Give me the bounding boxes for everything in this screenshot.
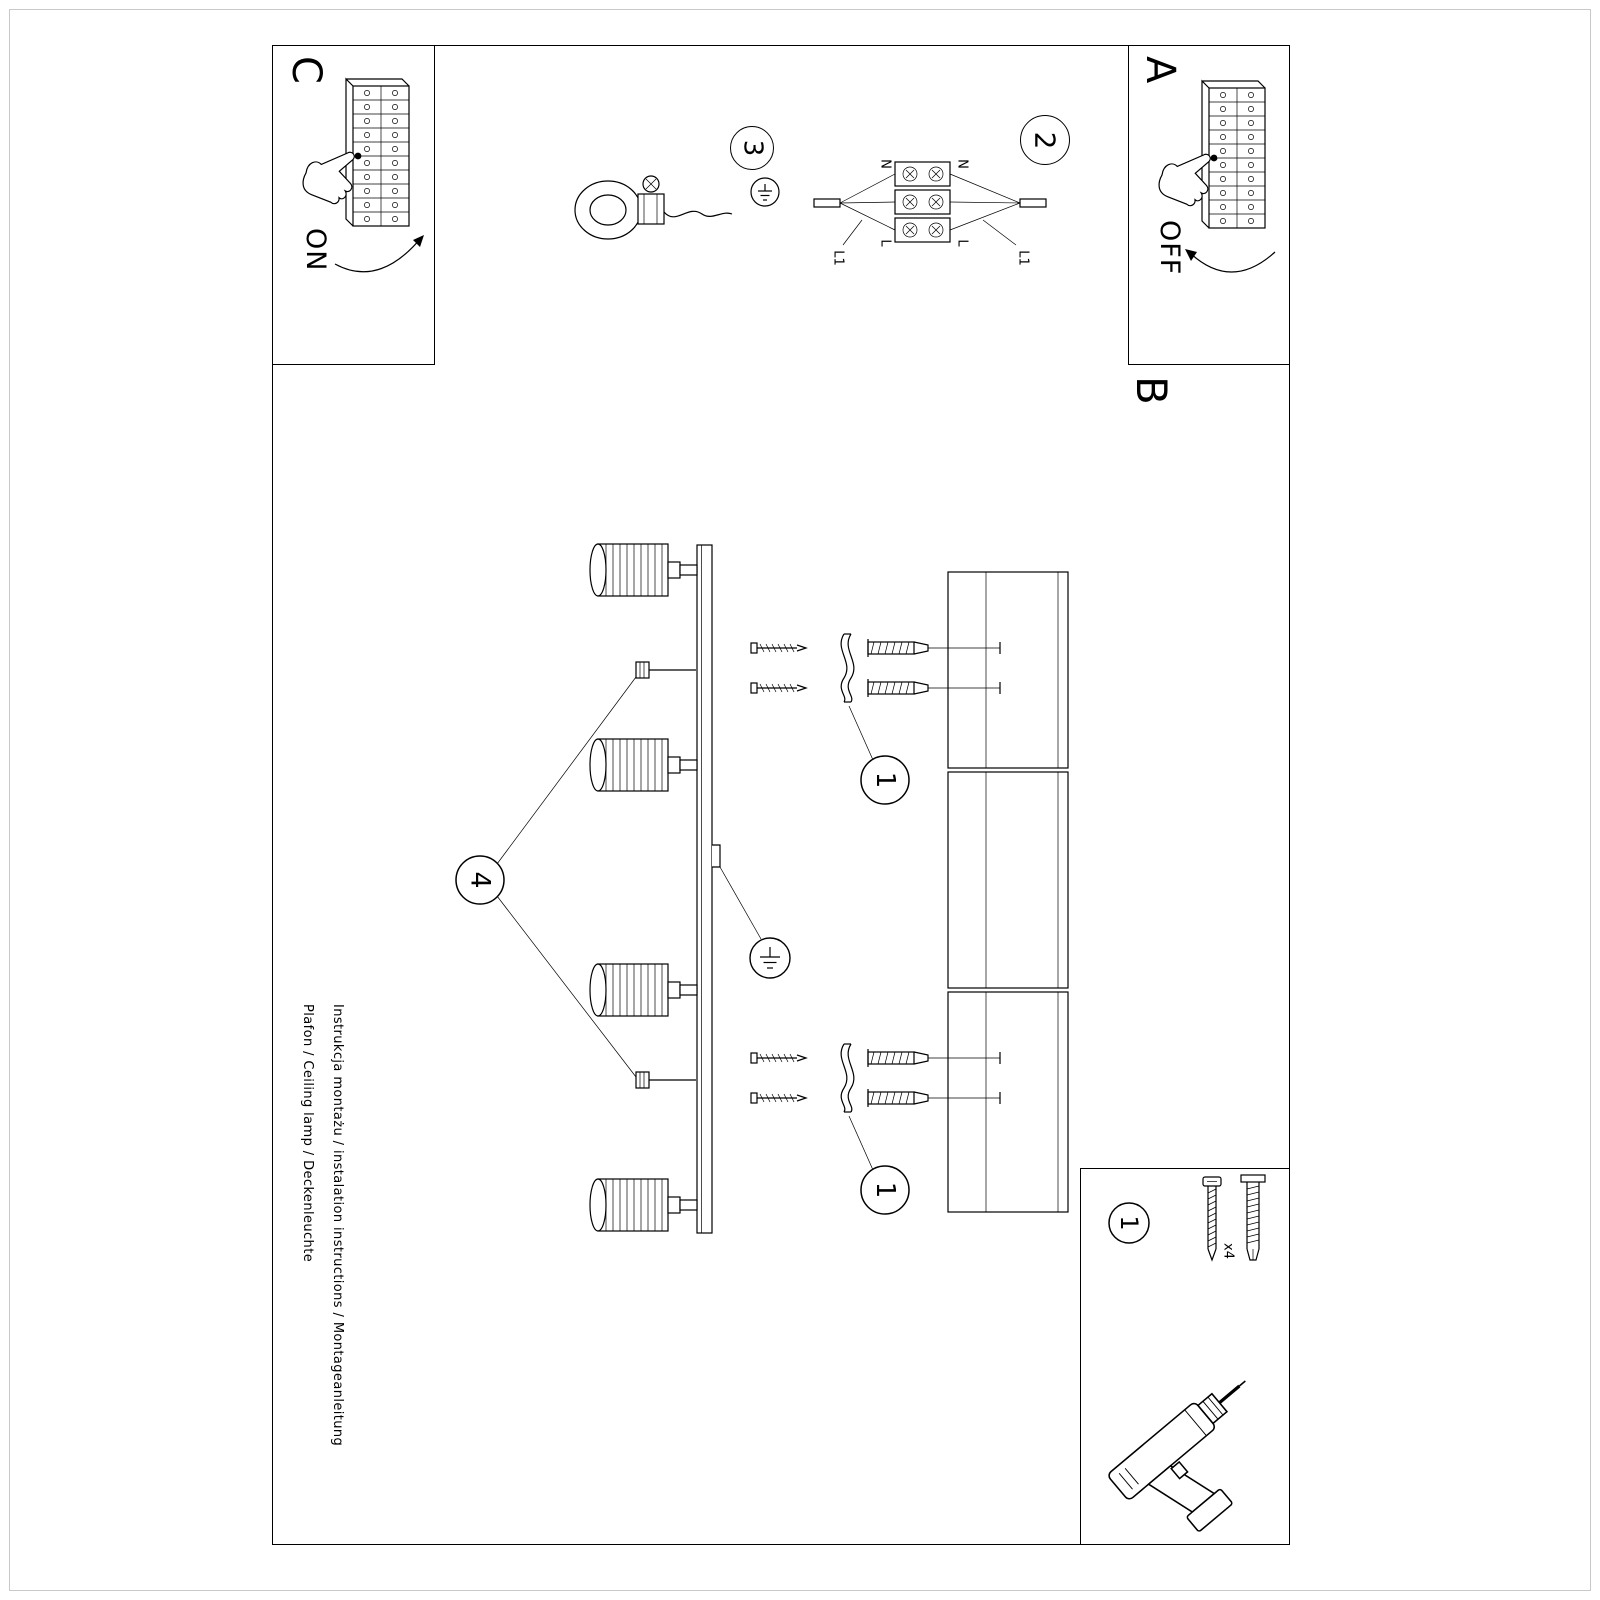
title-line-product: Plafon / Ceiling lamp / Deckenleuchte xyxy=(299,1004,315,1263)
switch-off-label: OFF xyxy=(1154,220,1185,276)
step-1-number: 1 xyxy=(870,772,900,789)
rotate-arrow-icon xyxy=(1185,249,1276,273)
document-title: Instrukcja montażu / instalation instruc… xyxy=(292,1004,352,1446)
main-frame xyxy=(272,45,1290,1545)
step-3-number: 3 xyxy=(736,139,767,157)
panel-a-label: A xyxy=(1137,56,1183,85)
panel-c-label: C xyxy=(283,56,329,85)
pointing-hand-icon xyxy=(302,151,355,205)
terminal-strip-icon xyxy=(1201,79,1266,229)
wire-label-n-right: N xyxy=(955,159,970,169)
wire-label-l1-right: L1 xyxy=(1016,250,1031,266)
wall-plug-icon xyxy=(1240,1174,1266,1261)
drill-icon xyxy=(1108,1380,1246,1532)
cable-entry-and-ground xyxy=(712,844,791,979)
wire-label-l-left: L xyxy=(878,239,893,247)
earth-wire xyxy=(663,210,733,218)
panel-a-box xyxy=(1128,45,1290,365)
panel-b-label: B xyxy=(1127,376,1176,406)
ground-symbol-icon xyxy=(750,177,780,207)
quantity-label: x4 xyxy=(1221,1243,1236,1259)
wire-label-l1-left: L1 xyxy=(831,250,846,266)
screw-icon xyxy=(1202,1176,1222,1262)
step-3-badge: 3 xyxy=(730,126,774,170)
step-3-illustration xyxy=(574,175,780,240)
lamp-holder-icon xyxy=(574,175,665,240)
assembly-exploded-view: 4 xyxy=(455,543,1069,1234)
mounting-strap-icon xyxy=(840,633,855,703)
step-4-number: 4 xyxy=(465,871,496,888)
step-2-badge: 2 xyxy=(1020,115,1070,165)
mounting-hardware-set: 1 xyxy=(750,633,1001,805)
machine-screw-icon xyxy=(635,661,696,679)
title-line-instructions: Instrukcja montażu / instalation instruc… xyxy=(329,1004,345,1447)
step-2-number: 2 xyxy=(1028,131,1062,149)
page-border xyxy=(9,9,1591,1591)
wall-plug-icon xyxy=(867,639,929,657)
terminal-strip-icon xyxy=(345,77,410,227)
parts-box-illustration: 1 xyxy=(1108,1174,1266,1532)
step-4-callout: 4 xyxy=(455,676,637,1078)
terminal-connectors-icon xyxy=(813,161,1047,246)
panel-c-box xyxy=(272,45,435,365)
panel-c-illustration xyxy=(302,77,424,273)
wire-label-l1-leader-right: L xyxy=(955,239,970,247)
wire-label-n-left: N xyxy=(878,159,893,169)
spot-shade-icon xyxy=(589,543,698,597)
step-1-number: 1 xyxy=(1115,1215,1143,1230)
rotate-arrow-icon xyxy=(334,235,424,273)
wood-screw-icon xyxy=(750,642,808,654)
panel-a-illustration xyxy=(1158,79,1276,273)
mounting-plate-stack xyxy=(947,571,1069,1213)
parts-box: 1 xyxy=(1080,1168,1290,1545)
pointing-hand-icon xyxy=(1158,153,1211,207)
mounting-bar xyxy=(696,544,713,1234)
step-2-illustration: N N L L L1 L1 xyxy=(813,159,1047,266)
ground-symbol-icon xyxy=(760,947,780,969)
switch-on-label: ON xyxy=(300,228,331,272)
